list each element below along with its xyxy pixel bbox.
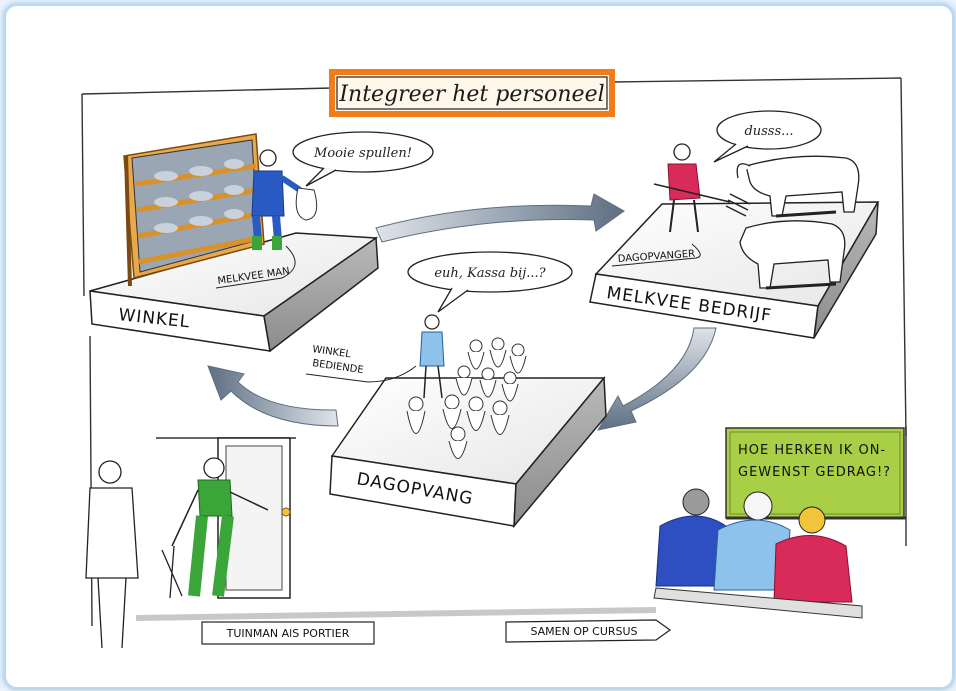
cycle-arrow-icon	[207, 193, 717, 431]
platform-dagopvang: DAGOPVANG	[329, 376, 607, 529]
board-line2: GEWENST GEDRAG!?	[738, 465, 891, 480]
illustration-frame: Integreer het personeel WINKEL	[3, 3, 955, 690]
speech-bubble-icon: Mooie spullen!	[292, 131, 434, 187]
label-samen-op-cursus: SAMEN OP CURSUS	[530, 625, 637, 638]
platform-winkel: WINKEL	[89, 232, 379, 353]
speech-bubble-icon: dusss...	[713, 110, 822, 163]
caption-tuinman: TUINMAN AlS PORTIER	[201, 621, 375, 645]
pitchfork-icon	[653, 183, 751, 217]
winkel-bediende-figure	[419, 314, 445, 399]
students-group	[653, 488, 863, 619]
speech-bubble-icon: euh, Kassa bij...?	[407, 251, 573, 313]
man-figure	[85, 460, 139, 649]
farmer-figure	[251, 149, 318, 250]
gardener-figure	[161, 457, 269, 599]
dagopvanger-figure	[667, 143, 701, 233]
board-line1: HOE HERKEN IK ON-	[738, 443, 886, 458]
bubble-mooie-spullen: Mooie spullen!	[313, 146, 412, 161]
label-winkel-bediende-2: BEDIENDE	[312, 358, 365, 376]
sketch-canvas: Integreer het personeel WINKEL	[81, 69, 907, 649]
cow-icon	[736, 155, 860, 289]
label-tuinman: TUINMAN AlS PORTIER	[226, 627, 350, 640]
bubble-dusss: dusss...	[744, 124, 793, 139]
crowd-figures	[406, 337, 527, 459]
label-dagopvanger: DAGOPVANGER	[617, 249, 695, 265]
page-title: Integreer het personeel	[338, 82, 604, 107]
label-winkel-bediende-1: WINKEL	[312, 344, 352, 360]
caption-samen-op-cursus: SAMEN OP CURSUS	[505, 619, 672, 643]
bubble-euh-kassa: euh, Kassa bij...?	[434, 266, 546, 281]
shelf-icon	[123, 133, 265, 287]
title-frame: Integreer het personeel	[329, 69, 615, 117]
platform-melkvee: MELKVEE BEDRIJF	[589, 201, 880, 339]
